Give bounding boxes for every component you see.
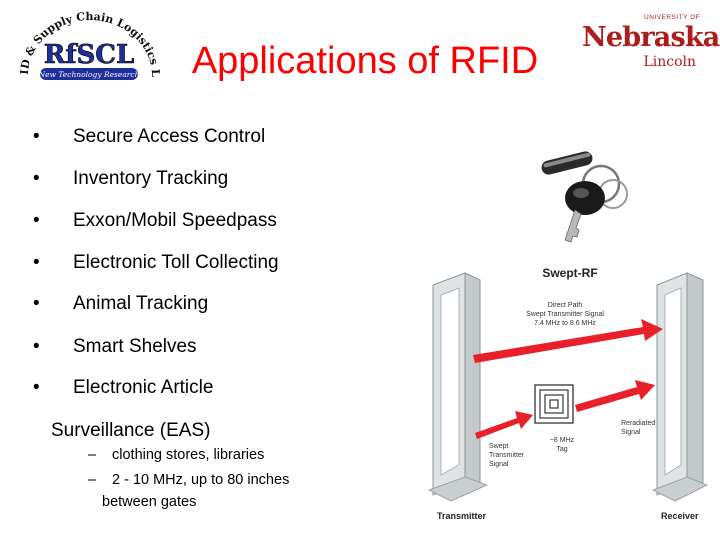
bullet-dot: • [33,168,40,189]
bullet-text: Smart Shelves [73,336,197,357]
bullet-item: • Electronic Toll Collecting [33,252,279,274]
bullet-dot: • [33,126,40,147]
transmitter-label: Transmitter [437,511,487,521]
direct-path-label: 7.4 MHz to 8.6 MHz [534,320,596,327]
sub-bullet-dash: – [88,447,97,463]
sub-bullet-continuation: between gates [102,494,197,510]
slide-title: Applications of RFID [191,40,539,82]
bullet-text: Electronic Article [73,377,214,398]
bullet-text: Animal Tracking [73,293,209,314]
bullet-continuation: Surveillance (EAS) [51,420,211,441]
bullet-item: • Secure Access Control [33,126,265,148]
swept-tx-arrow [475,411,533,439]
direct-path-label: Swept Transmitter Signal [526,311,604,318]
swept-tx-label: Swept [489,443,509,450]
speedpass-key-photo [535,148,653,246]
bullet-item: • Electronic Article [33,377,213,399]
eas-tag-icon [534,384,574,424]
reradiated-arrow [575,380,655,412]
bullet-dot: • [33,336,40,357]
tag-label: ~8 MHz [550,437,575,444]
unl-campus: Lincoln [643,54,696,70]
rfscl-tagline: New Technology Research [38,70,140,79]
unl-name: Nebraska [582,22,720,53]
bullet-text: Inventory Tracking [73,168,229,189]
bullet-text: Secure Access Control [73,126,266,147]
bullet-text: Electronic Toll Collecting [73,252,279,273]
bullet-dot: • [33,293,40,314]
bullet-item: • Animal Tracking [33,293,208,315]
bullet-item: • Smart Shelves [33,336,197,358]
eas-diagram: Swept-RF Direct Path Swept Transmitter S… [425,255,710,530]
bullet-text: Exxon/Mobil Speedpass [73,210,277,231]
unl-logo: UNIVERSITY OF Nebraska Lincoln [582,14,720,72]
rfscl-name: RfSCL [44,40,135,70]
bullet-item: • Inventory Tracking [33,168,228,190]
bullet-dot: • [33,252,40,273]
receiver-label: Receiver [661,511,699,521]
unl-university-of: UNIVERSITY OF [644,14,701,21]
diagram-title: Swept-RF [542,266,597,280]
rfscl-logo: RFID & Supply Chain Logistics Lab RfSCL … [9,0,164,86]
bullet-dot: • [33,210,40,231]
bullet-dot: • [33,377,40,398]
direct-path-arrow [473,319,663,363]
reradiated-label: Reradiated [621,420,655,427]
swept-tx-label: Transmitter [489,452,525,459]
swept-tx-label: Signal [489,461,509,468]
sub-bullet-dash: – [88,472,97,488]
reradiated-label: Signal [621,429,641,436]
bullet-item: • Exxon/Mobil Speedpass [33,210,277,232]
tag-label: Tag [556,446,567,453]
direct-path-label: Direct Path [548,302,583,309]
sub-bullet-text: 2 - 10 MHz, up to 80 inches [112,472,290,488]
sub-bullet-text: clothing stores, libraries [112,447,265,463]
